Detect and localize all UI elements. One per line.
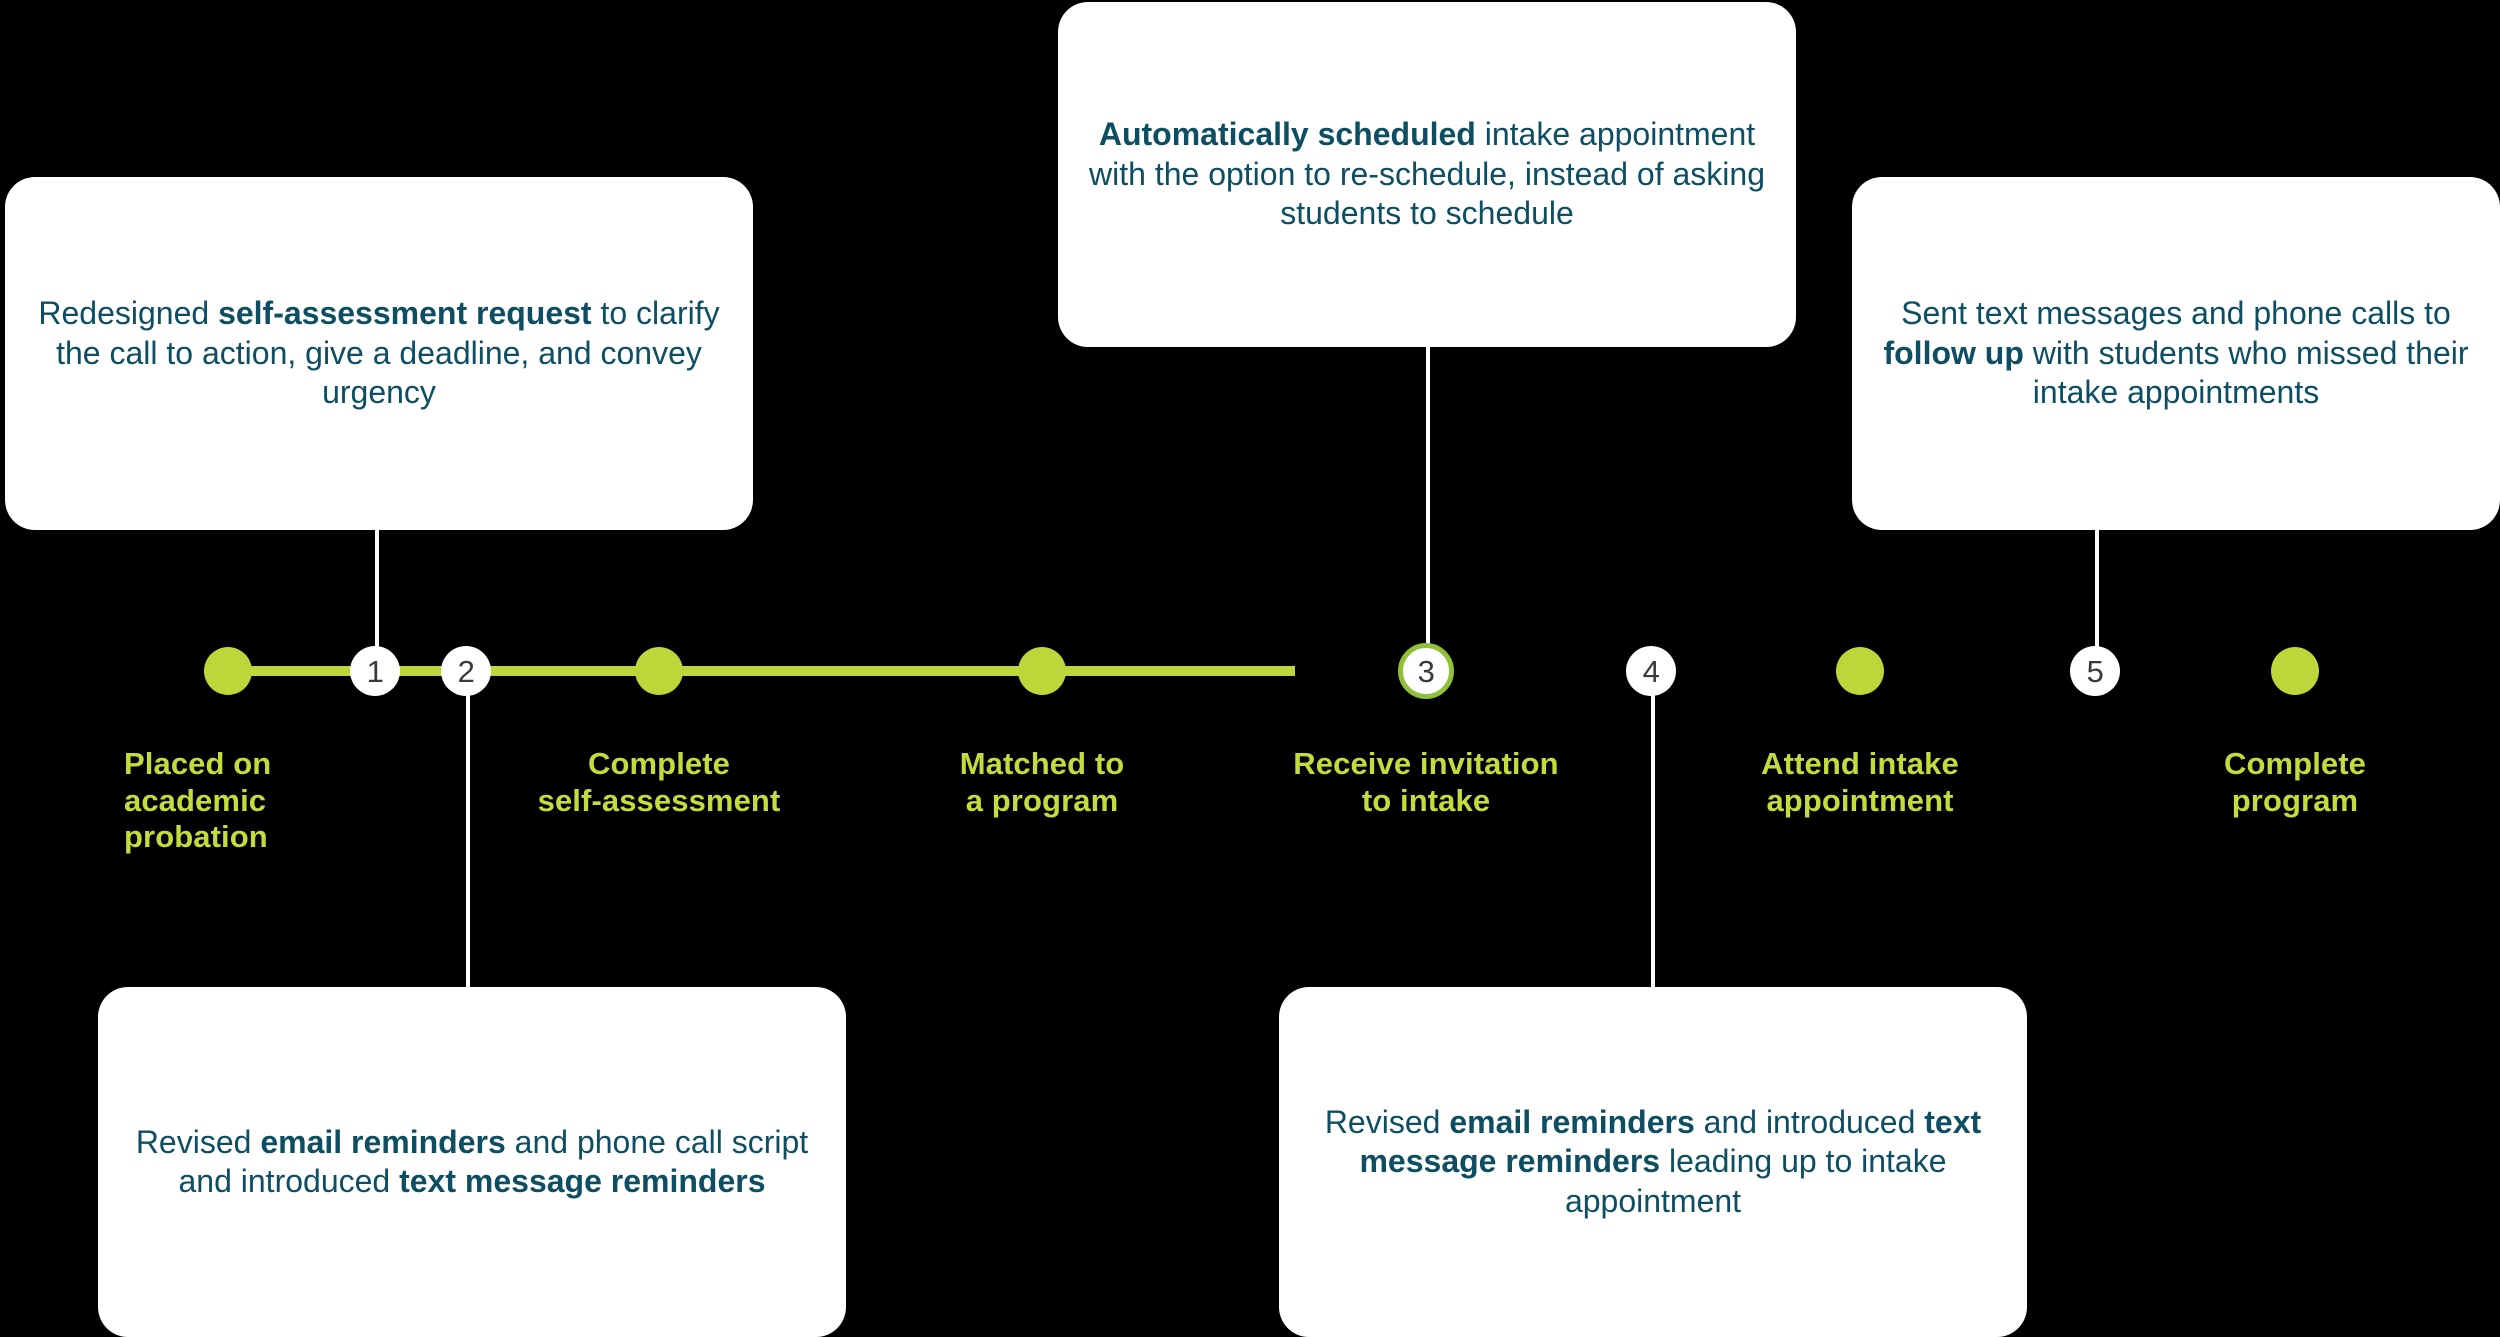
callout-email-reminders-left: Revised email reminders and phone call s… xyxy=(98,987,846,1337)
marker-number: 4 xyxy=(1642,653,1660,689)
timeline-dot-step-1[interactable] xyxy=(204,647,252,695)
callout-text: Redesigned self-assessment request to cl… xyxy=(38,295,720,411)
connector-stem-3 xyxy=(1426,347,1430,647)
callout-email-reminders-right: Revised email reminders and introduced t… xyxy=(1279,987,2027,1337)
connector-stem-1 xyxy=(375,530,379,652)
timeline-marker-5[interactable]: 5 xyxy=(2070,646,2120,696)
timeline-dot-step-5[interactable] xyxy=(1836,647,1884,695)
connector-stem-5 xyxy=(2095,530,2099,650)
marker-number: 2 xyxy=(457,653,475,689)
timeline-dot-step-3[interactable] xyxy=(1018,647,1066,695)
timeline-dot-step-2[interactable] xyxy=(635,647,683,695)
timeline-marker-3[interactable]: 3 xyxy=(1398,643,1454,699)
marker-number: 5 xyxy=(2086,653,2104,689)
step-label-receive-invitation-to-intake: Receive invitation to intake xyxy=(1293,746,1559,818)
marker-number: 3 xyxy=(1417,653,1435,689)
connector-stem-4 xyxy=(1651,692,1655,989)
step-label-complete-program: Complete program xyxy=(2223,746,2367,818)
timeline-track xyxy=(228,666,1295,676)
marker-number: 1 xyxy=(366,653,384,689)
timeline-marker-4[interactable]: 4 xyxy=(1626,646,1676,696)
timeline-dot-step-6[interactable] xyxy=(2271,647,2319,695)
step-label-complete-self-assessment: Complete self-assessment xyxy=(537,746,781,818)
timeline-marker-1[interactable]: 1 xyxy=(350,646,400,696)
step-label-attend-intake-appointment: Attend intake appointment xyxy=(1761,746,1959,818)
callout-self-assessment-request: Redesigned self-assessment request to cl… xyxy=(5,177,753,530)
connector-stem-2 xyxy=(466,692,470,989)
step-label-matched-to-a-program: Matched to a program xyxy=(959,746,1125,818)
callout-text: Revised email reminders and phone call s… xyxy=(135,1123,809,1199)
timeline-marker-2[interactable]: 2 xyxy=(441,646,491,696)
callout-follow-up: Sent text messages and phone calls to fo… xyxy=(1852,177,2500,530)
callout-automatically-scheduled: Automatically scheduled intake appointme… xyxy=(1058,2,1796,347)
callout-text: Revised email reminders and introduced t… xyxy=(1324,1103,1982,1219)
step-label-placed-on-academic-probation: Placed on academic probation xyxy=(124,746,272,855)
callout-text: Automatically scheduled intake appointme… xyxy=(1089,116,1765,232)
callout-text: Sent text messages and phone calls to fo… xyxy=(1883,295,2469,411)
